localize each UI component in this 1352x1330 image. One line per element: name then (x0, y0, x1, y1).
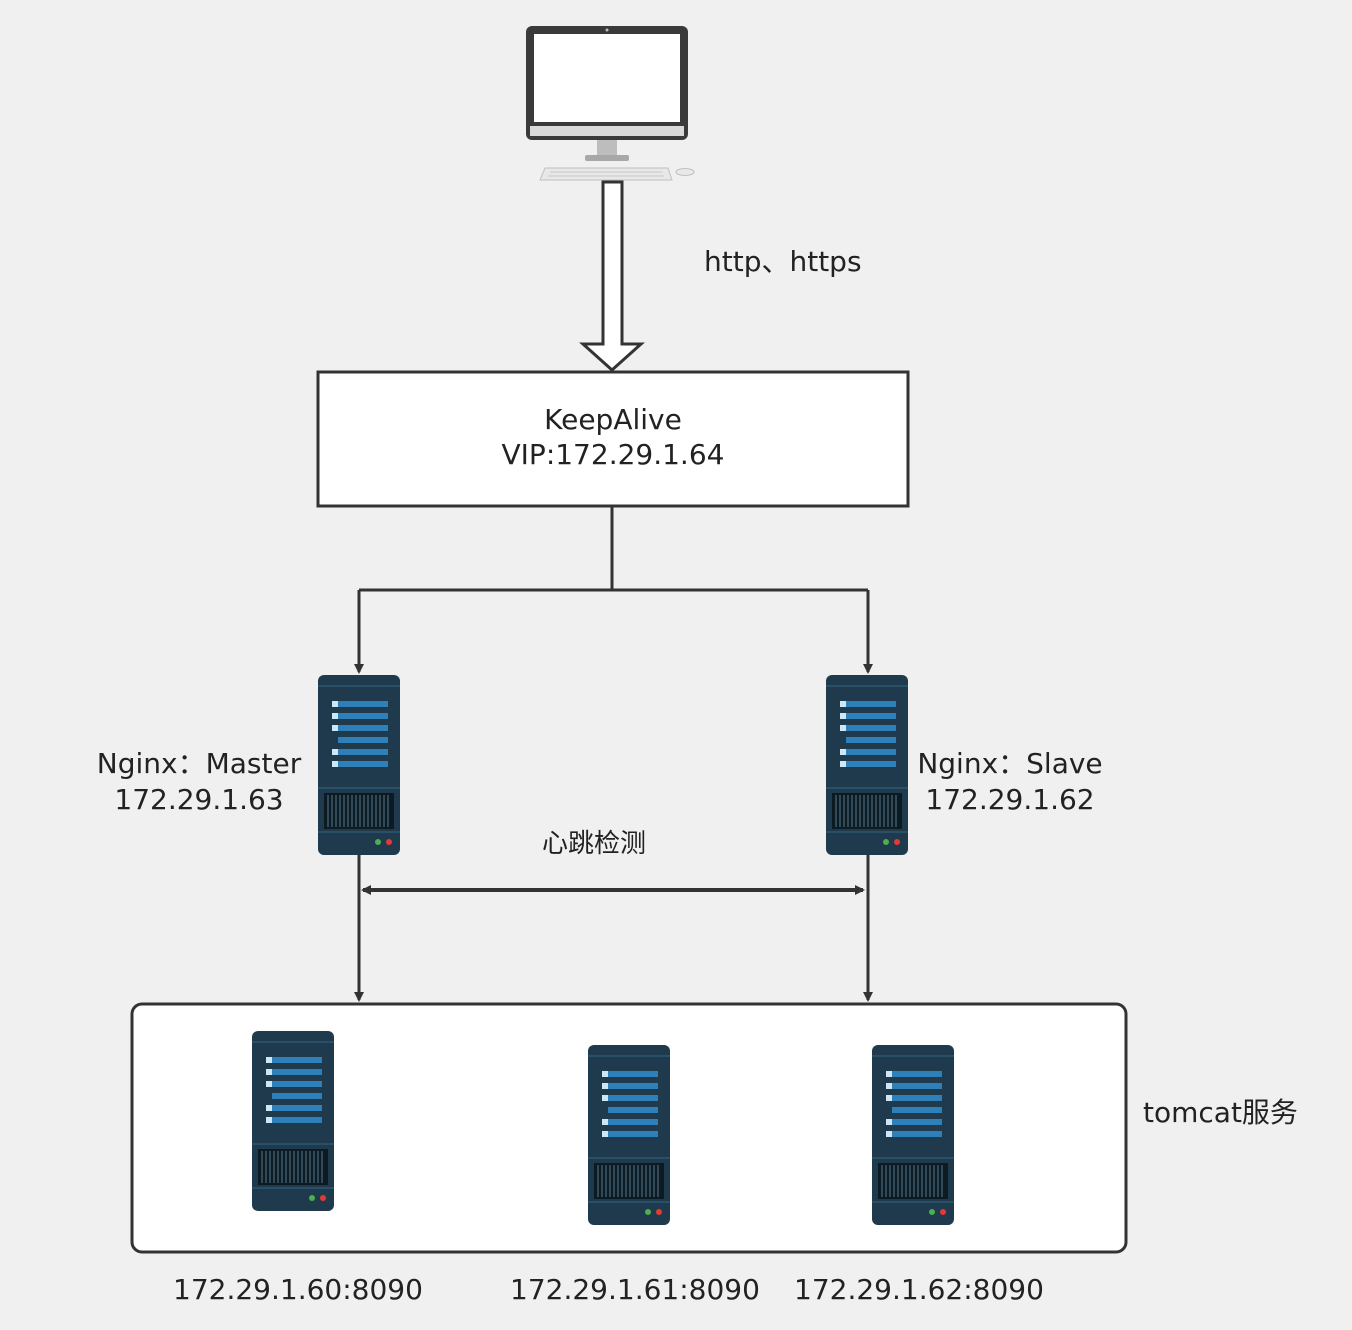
nginx-slave-ip: 172.29.1.62 (925, 783, 1095, 816)
tomcat-server-1-address: 172.29.1.60:8090 (173, 1273, 423, 1306)
keepalive-connectors (354, 506, 873, 674)
nginx-master-ip: 172.29.1.63 (114, 783, 284, 816)
tomcat-server-2-icon (587, 1044, 671, 1226)
tomcat-server-1-icon (251, 1030, 335, 1212)
tomcat-server-2-address: 172.29.1.61:8090 (510, 1273, 760, 1306)
desktop-computer-icon (526, 26, 695, 181)
nginx-master-name: Nginx：Master (96, 747, 302, 780)
nginx-master-server-icon (317, 674, 401, 856)
request-flow-arrow (579, 180, 645, 373)
heartbeat-label: 心跳检测 (542, 829, 647, 859)
keepalive-box (316, 370, 910, 508)
nginx-to-tomcat-connectors (354, 855, 873, 1002)
protocol-label: http、https (704, 245, 862, 278)
nginx-slave-name: Nginx：Slave (917, 747, 1103, 780)
tomcat-server-3-icon (871, 1044, 955, 1226)
tomcat-group-label: tomcat服务 (1143, 1096, 1298, 1129)
keepalive-vip: VIP:172.29.1.64 (501, 438, 725, 471)
nginx-slave-server-icon (825, 674, 909, 856)
keepalive-name: KeepAlive (544, 403, 682, 436)
tomcat-server-3-address: 172.29.1.62:8090 (794, 1273, 1044, 1306)
